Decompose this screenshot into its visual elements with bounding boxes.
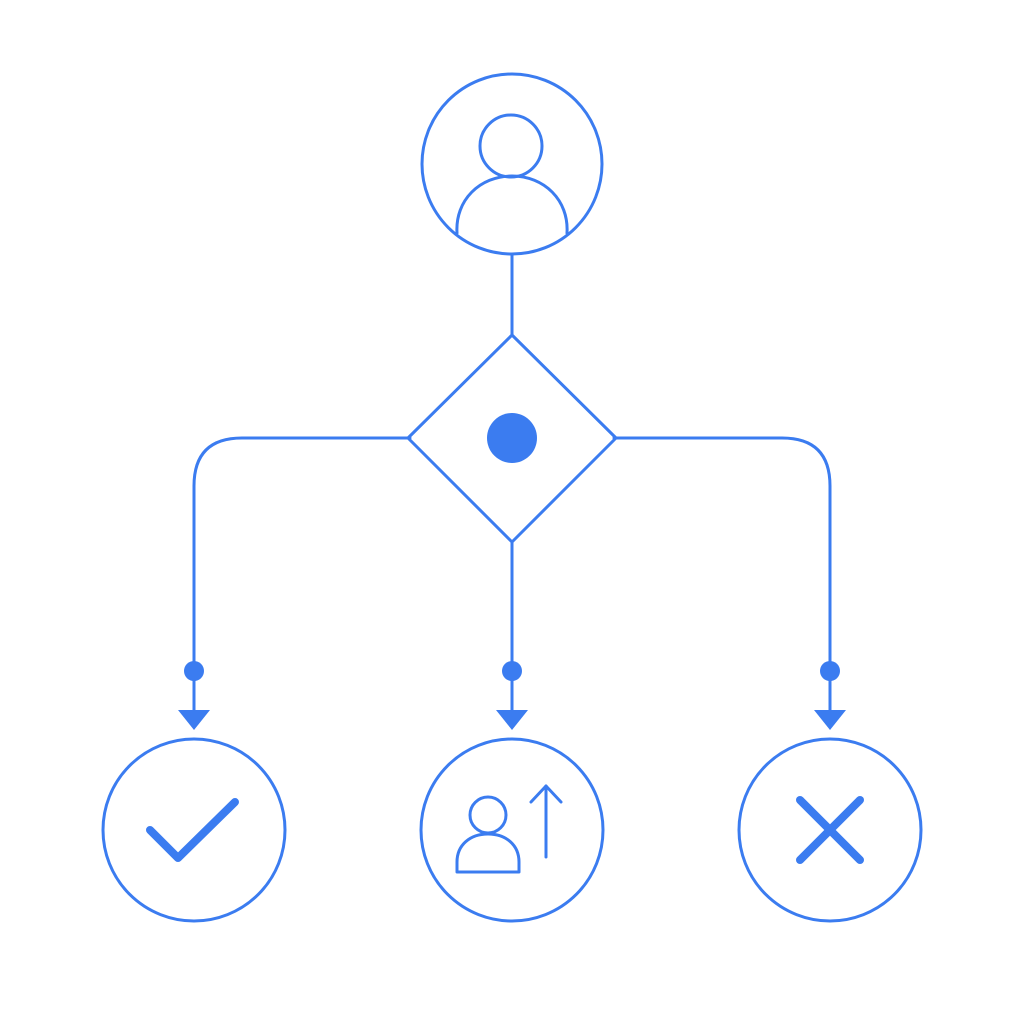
approve-arrowhead: [178, 710, 210, 730]
decision-to-approve-connector: [192, 436, 412, 712]
decision-diamond: [406, 333, 618, 544]
escalate-arrowhead: [496, 710, 528, 730]
reject-arrowhead: [814, 710, 846, 730]
approve-node-circle: [101, 737, 287, 923]
dot-icon: [487, 413, 537, 463]
decision-node: [406, 333, 618, 544]
approve-outcome-node: [101, 737, 287, 923]
decision-to-reject-connector: [612, 436, 832, 712]
escalate-outcome-node: [419, 737, 605, 923]
reject-outcome-node: [737, 737, 923, 923]
connectors: [178, 253, 846, 730]
escalate-node-circle: [419, 737, 605, 923]
reject-junction-dot: [820, 661, 840, 681]
reject-node-circle: [737, 737, 923, 923]
start-node: [420, 72, 604, 256]
user-icon: [455, 113, 569, 235]
start-node-circle: [420, 72, 604, 256]
checkmark-icon: [146, 798, 239, 862]
close-icon: [796, 796, 864, 864]
escalate-junction-dot: [502, 661, 522, 681]
user-escalate-icon: [455, 784, 563, 874]
approve-junction-dot: [184, 661, 204, 681]
